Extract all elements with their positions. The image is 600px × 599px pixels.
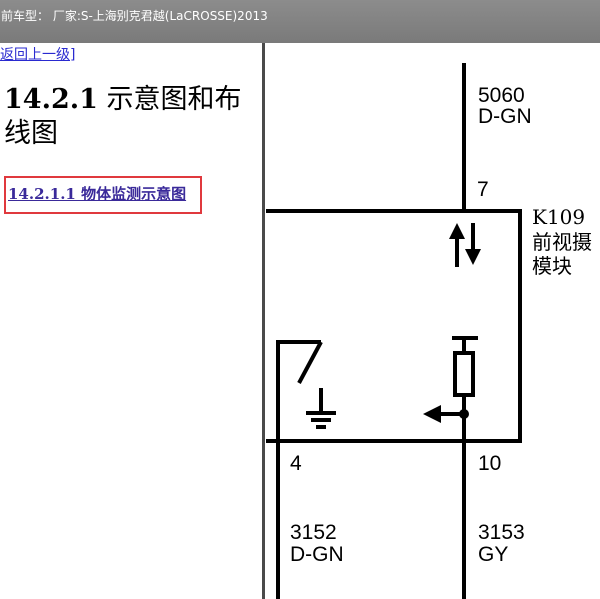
bottom-right-circuit: 3153 bbox=[478, 521, 525, 544]
pane-splitter[interactable] bbox=[262, 43, 265, 599]
bottom-left-circuit: 3152 bbox=[290, 521, 337, 544]
top-wire-color: D-GN bbox=[478, 105, 532, 128]
section-number: 14.2.1 bbox=[4, 84, 98, 115]
section-title-text: 示意图和布线图 bbox=[4, 84, 242, 149]
top-wire-circuit: 5060 bbox=[478, 84, 525, 107]
switch-ground-symbol bbox=[276, 340, 336, 441]
module-outline bbox=[266, 209, 522, 443]
section-heading: 14.2.1 示意图和布线图 bbox=[4, 83, 254, 151]
bottom-right-pin: 10 bbox=[478, 452, 501, 475]
resistor-symbol bbox=[423, 336, 478, 441]
window-title: 前车型： 厂家:S-上海别克君越(LaCROSSE)2013 bbox=[1, 9, 268, 23]
bidirectional-arrows-icon bbox=[449, 223, 481, 267]
selected-subsection-highlight: 14.2.1.1 物体监测示意图 bbox=[4, 176, 202, 214]
module-id: K109 bbox=[532, 205, 585, 229]
window-title-bar: 前车型： 厂家:S-上海别克君越(LaCROSSE)2013 bbox=[0, 0, 600, 43]
top-wire-pin: 7 bbox=[477, 178, 489, 201]
bottom-left-pin: 4 bbox=[290, 452, 302, 475]
module-name-line1: 前视摄 bbox=[532, 230, 592, 254]
wiring-diagram: 5060 D-GN 7 K109 前视摄 模块 4 10 3152 D-GN 3… bbox=[266, 63, 592, 599]
module-name-line2: 模块 bbox=[532, 254, 572, 278]
back-to-parent-link[interactable]: 返回上一级] bbox=[0, 47, 76, 63]
navigation-pane: 返回上一级] 14.2.1 示意图和布线图 14.2.1.1 物体监测示意图 bbox=[0, 43, 262, 599]
bottom-right-color: GY bbox=[478, 543, 508, 566]
subsection-link-object-detection[interactable]: 14.2.1.1 物体监测示意图 bbox=[8, 185, 187, 203]
bottom-left-color: D-GN bbox=[290, 543, 344, 566]
